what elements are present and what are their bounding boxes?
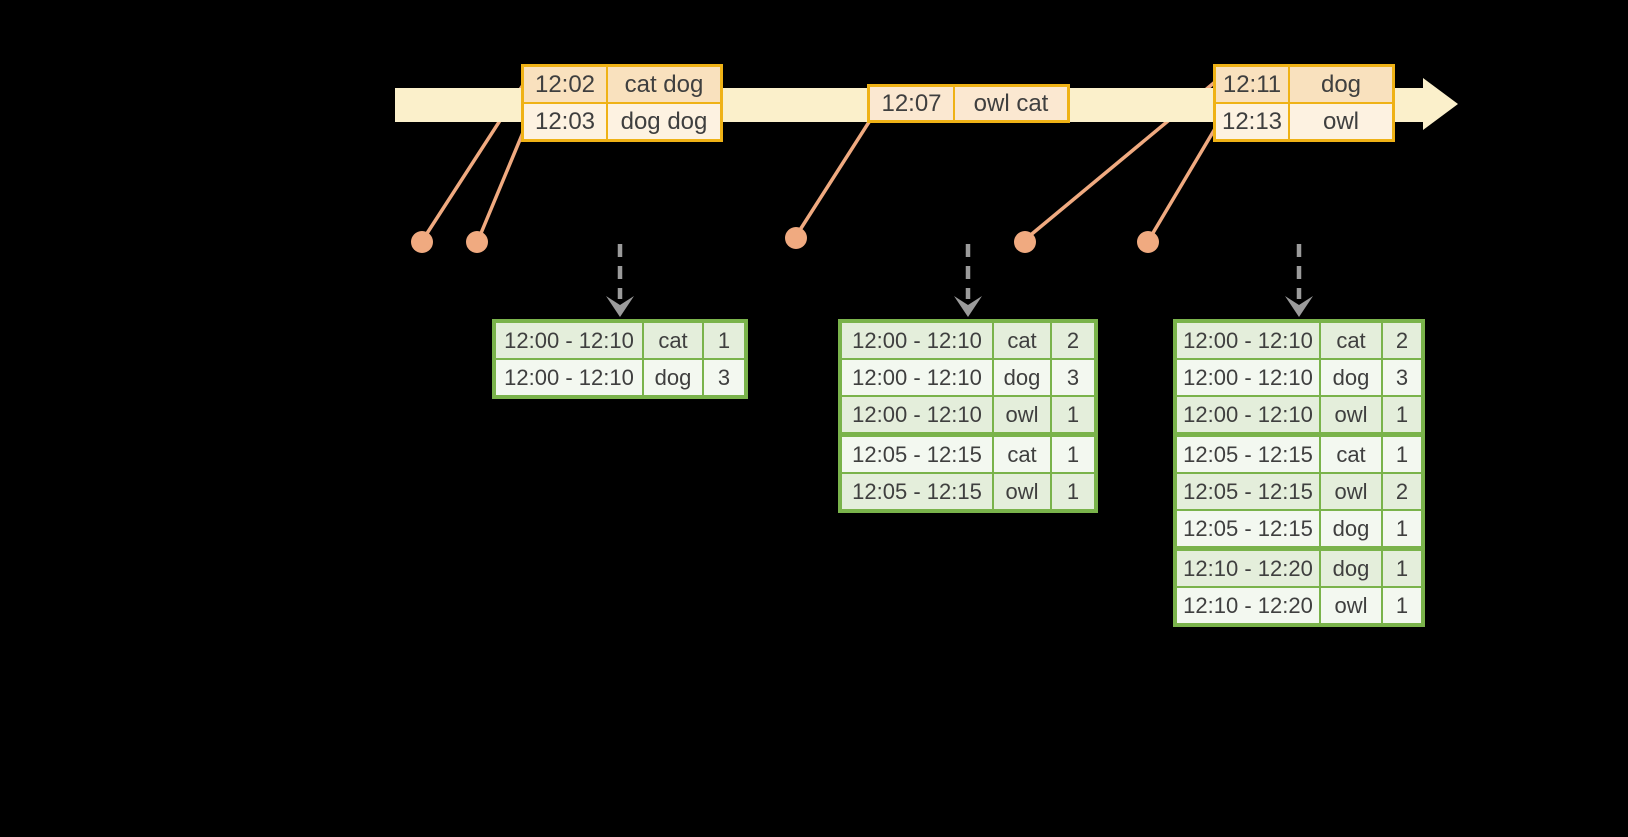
word-cell: dog xyxy=(1321,551,1381,586)
count-cell: 1 xyxy=(1052,474,1094,509)
word-cell: owl xyxy=(1321,474,1381,509)
event-row: 12:13 owl xyxy=(1216,104,1392,139)
trigger-arrows xyxy=(606,244,1313,317)
event-table-1: 12:02 cat dog 12:03 dog dog xyxy=(521,64,723,142)
word-cell: owl xyxy=(994,397,1050,432)
window-cell: 12:00 - 12:10 xyxy=(1177,323,1319,358)
result-row: 12:00 - 12:10 owl 1 xyxy=(1177,397,1421,432)
result-table-2: 12:00 - 12:10 cat 2 12:00 - 12:10 dog 3 … xyxy=(838,319,1098,513)
result-row: 12:05 - 12:15 cat 1 xyxy=(842,437,1094,472)
event-time-cell: 12:02 xyxy=(524,67,606,102)
count-cell: 1 xyxy=(1383,588,1421,623)
trigger-arrow xyxy=(606,244,634,317)
result-table-1: 12:00 - 12:10 cat 1 12:00 - 12:10 dog 3 xyxy=(492,319,748,399)
count-cell: 1 xyxy=(1383,551,1421,586)
result-row: 12:05 - 12:15 dog 1 xyxy=(1177,511,1421,546)
window-cell: 12:00 - 12:10 xyxy=(496,323,642,358)
event-words-cell: dog xyxy=(1290,67,1392,102)
event-time-cell: 12:07 xyxy=(870,87,953,120)
word-cell: cat xyxy=(994,323,1050,358)
event-dot xyxy=(411,231,433,253)
window-cell: 12:00 - 12:10 xyxy=(842,397,992,432)
result-row: 12:00 - 12:10 cat 2 xyxy=(1177,323,1421,358)
event-time-cell: 12:03 xyxy=(524,104,606,139)
trigger-arrow xyxy=(954,244,982,317)
count-cell: 3 xyxy=(1052,360,1094,395)
event-row: 12:02 cat dog xyxy=(524,67,720,102)
word-cell: dog xyxy=(1321,511,1381,546)
count-cell: 3 xyxy=(704,360,744,395)
window-cell: 12:10 - 12:20 xyxy=(1177,551,1319,586)
word-cell: cat xyxy=(1321,323,1381,358)
result-row: 12:00 - 12:10 owl 1 xyxy=(842,397,1094,432)
event-row: 12:07 owl cat xyxy=(870,87,1067,120)
window-cell: 12:10 - 12:20 xyxy=(1177,588,1319,623)
trigger-arrow xyxy=(1285,244,1313,317)
window-cell: 12:00 - 12:10 xyxy=(842,360,992,395)
count-cell: 1 xyxy=(1383,511,1421,546)
event-table-2: 12:07 owl cat xyxy=(867,84,1070,123)
count-cell: 1 xyxy=(1383,437,1421,472)
word-cell: owl xyxy=(1321,588,1381,623)
result-row: 12:00 - 12:10 dog 3 xyxy=(496,360,744,395)
window-cell: 12:05 - 12:15 xyxy=(1177,511,1319,546)
event-row: 12:11 dog xyxy=(1216,67,1392,102)
word-cell: cat xyxy=(1321,437,1381,472)
window-cell: 12:00 - 12:10 xyxy=(1177,397,1319,432)
event-table-3: 12:11 dog 12:13 owl xyxy=(1213,64,1395,142)
event-words-cell: owl xyxy=(1290,104,1392,139)
result-row: 12:00 - 12:10 cat 1 xyxy=(496,323,744,358)
word-cell: dog xyxy=(994,360,1050,395)
count-cell: 2 xyxy=(1383,323,1421,358)
result-row: 12:00 - 12:10 dog 3 xyxy=(1177,360,1421,395)
result-row: 12:05 - 12:15 cat 1 xyxy=(1177,437,1421,472)
count-cell: 2 xyxy=(1383,474,1421,509)
count-cell: 1 xyxy=(704,323,744,358)
word-cell: owl xyxy=(1321,397,1381,432)
event-row: 12:03 dog dog xyxy=(524,104,720,139)
event-dot xyxy=(466,231,488,253)
event-time-cell: 12:13 xyxy=(1216,104,1288,139)
window-cell: 12:00 - 12:10 xyxy=(1177,360,1319,395)
window-cell: 12:05 - 12:15 xyxy=(1177,474,1319,509)
window-cell: 12:00 - 12:10 xyxy=(496,360,642,395)
window-cell: 12:00 - 12:10 xyxy=(842,323,992,358)
word-cell: cat xyxy=(994,437,1050,472)
event-words-cell: dog dog xyxy=(608,104,720,139)
count-cell: 3 xyxy=(1383,360,1421,395)
count-cell: 1 xyxy=(1383,397,1421,432)
word-cell: owl xyxy=(994,474,1050,509)
count-cell: 1 xyxy=(1052,397,1094,432)
event-dot xyxy=(1137,231,1159,253)
event-words-cell: cat dog xyxy=(608,67,720,102)
count-cell: 2 xyxy=(1052,323,1094,358)
window-cell: 12:05 - 12:15 xyxy=(842,437,992,472)
result-row: 12:10 - 12:20 owl 1 xyxy=(1177,588,1421,623)
event-words-cell: owl cat xyxy=(955,87,1067,120)
event-dot xyxy=(785,227,807,249)
result-row: 12:10 - 12:20 dog 1 xyxy=(1177,551,1421,586)
word-cell: dog xyxy=(1321,360,1381,395)
result-table-3: 12:00 - 12:10 cat 2 12:00 - 12:10 dog 3 … xyxy=(1173,319,1425,627)
connector-line xyxy=(477,129,526,239)
connector-line xyxy=(796,121,871,234)
result-row: 12:00 - 12:10 cat 2 xyxy=(842,323,1094,358)
word-cell: dog xyxy=(644,360,702,395)
timeline-arrowhead-icon xyxy=(1423,78,1458,130)
result-row: 12:05 - 12:15 owl 2 xyxy=(1177,474,1421,509)
word-cell: cat xyxy=(644,323,702,358)
connector-line xyxy=(1148,126,1218,239)
event-time-cell: 12:11 xyxy=(1216,67,1288,102)
result-row: 12:00 - 12:10 dog 3 xyxy=(842,360,1094,395)
event-time-dots xyxy=(411,227,1159,253)
count-cell: 1 xyxy=(1052,437,1094,472)
window-cell: 12:05 - 12:15 xyxy=(1177,437,1319,472)
window-cell: 12:05 - 12:15 xyxy=(842,474,992,509)
result-row: 12:05 - 12:15 owl 1 xyxy=(842,474,1094,509)
event-dot xyxy=(1014,231,1036,253)
